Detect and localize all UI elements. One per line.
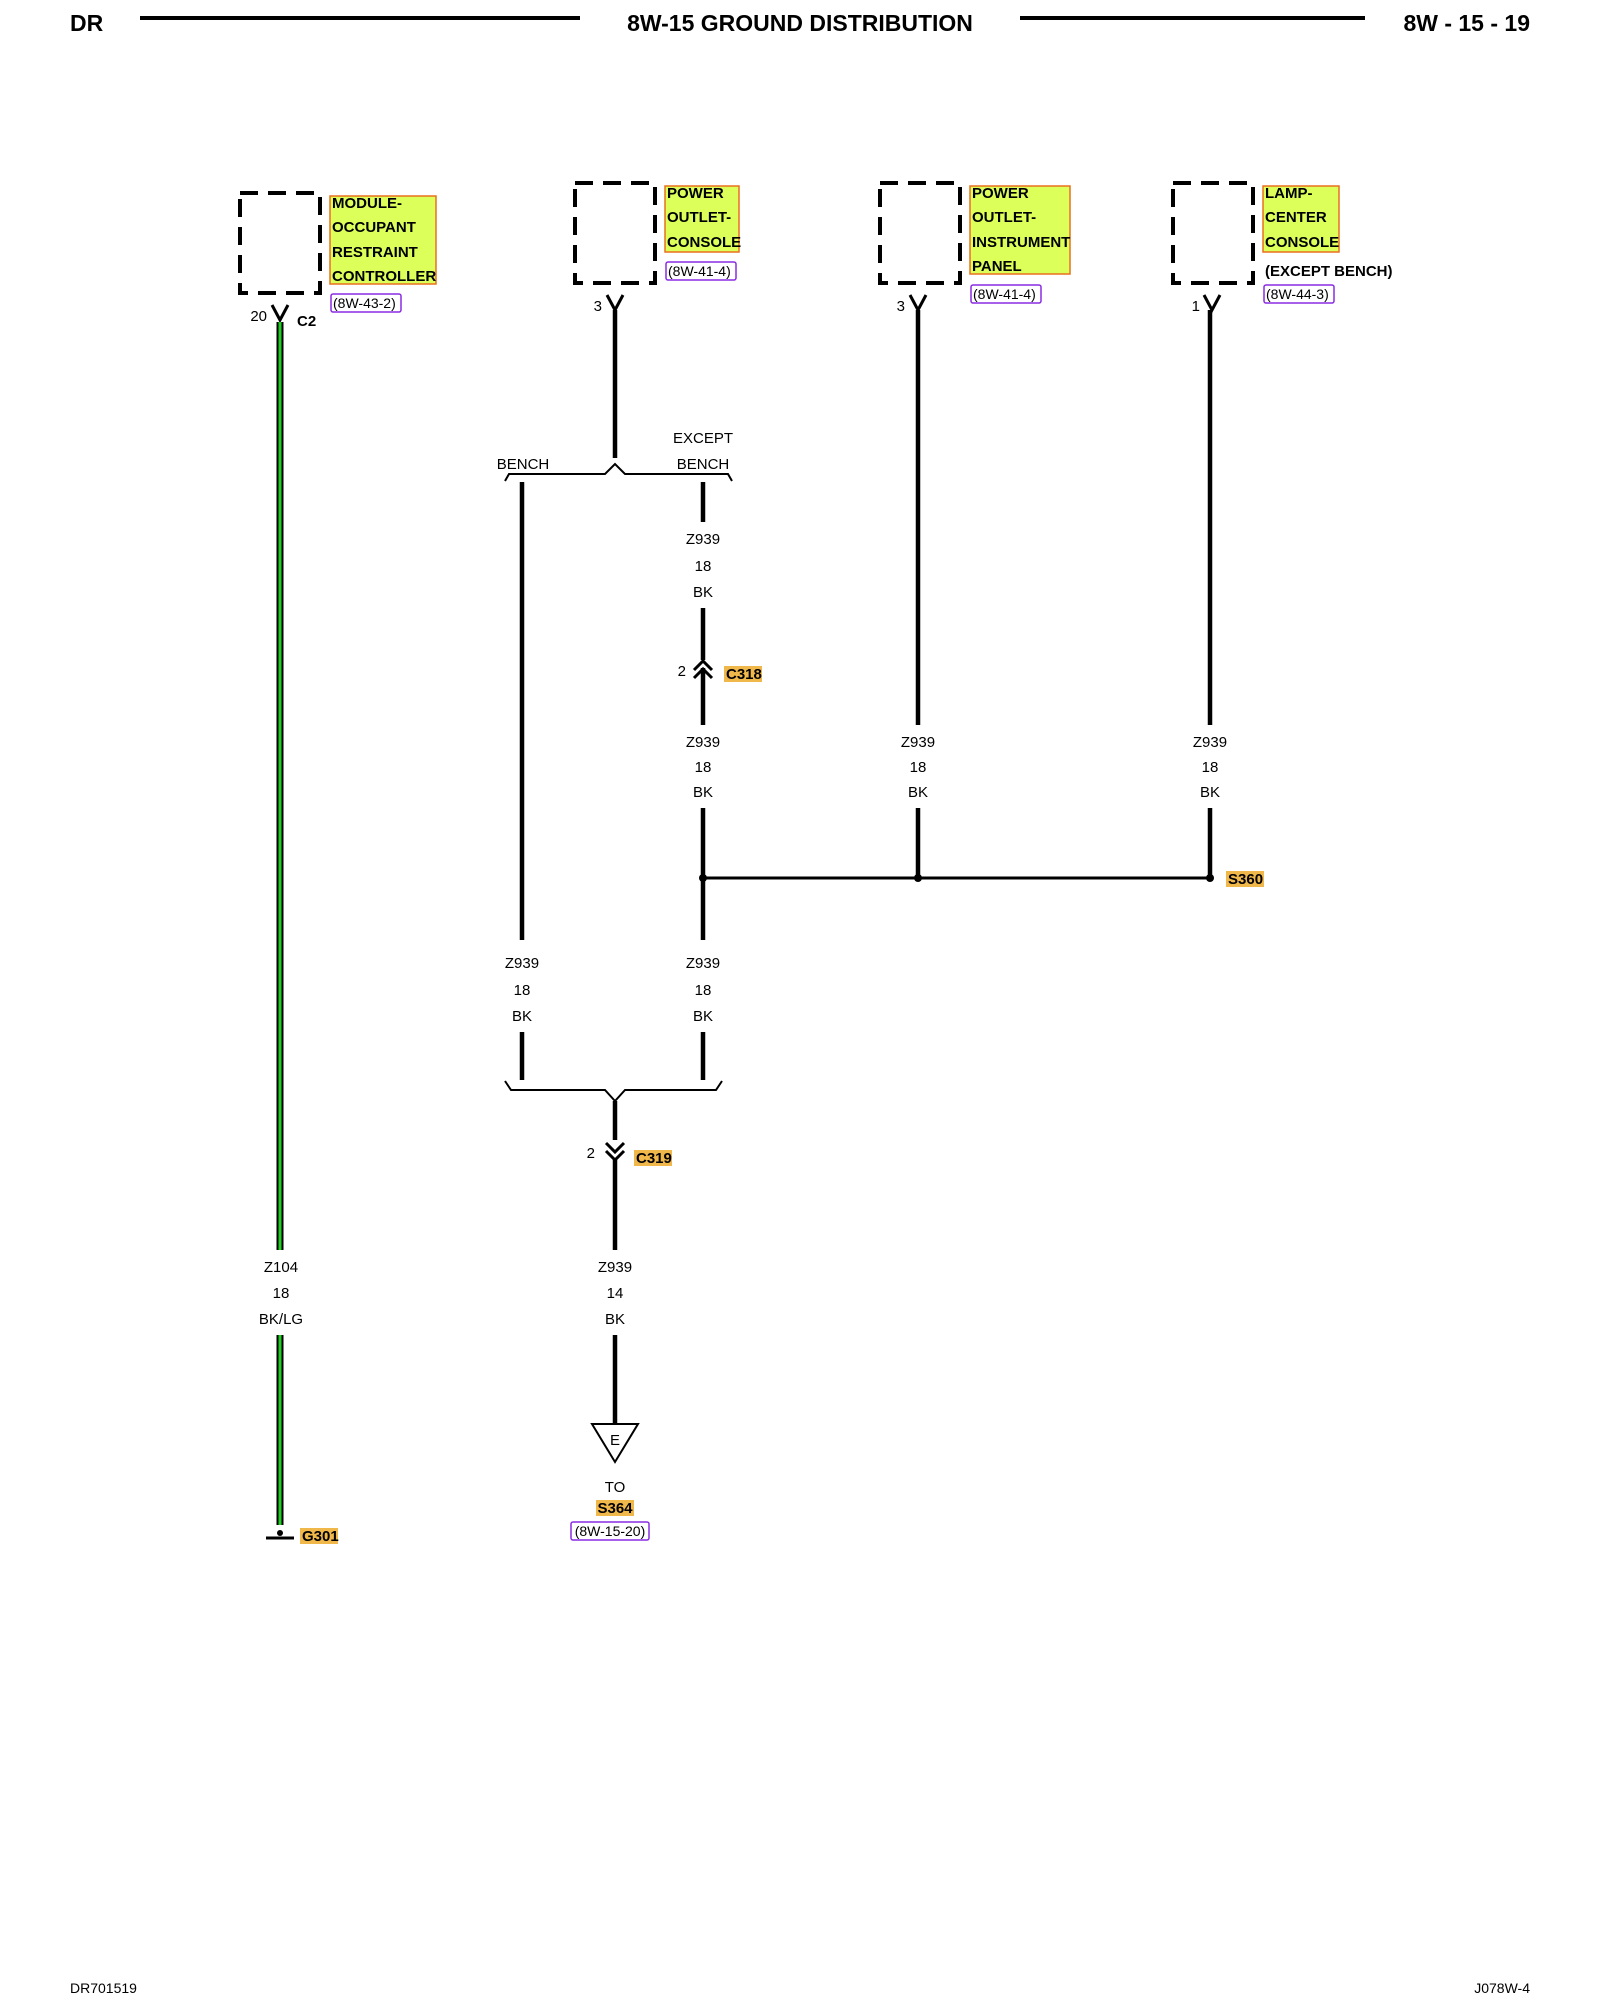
pin-outlet-console: 3 xyxy=(594,298,602,315)
component-label-bg-outlet-console xyxy=(664,185,740,253)
ref-outlet-ip[interactable]: (8W-41-4) xyxy=(973,286,1036,302)
wire-c319-id: Z939 xyxy=(598,1259,632,1276)
pin-outlet-ip: 3 xyxy=(897,298,905,315)
terminal-orc xyxy=(270,304,290,324)
component-label-bg-lamp xyxy=(1262,185,1340,253)
wire-z104-gauge: 18 xyxy=(273,1285,290,1302)
wire-except-upper-id: Z939 xyxy=(686,531,720,548)
connector-c2: C2 xyxy=(297,313,316,330)
wire-outlet-ip-id: Z939 xyxy=(901,734,935,751)
wire-c319-gauge: 14 xyxy=(607,1285,624,1302)
wire-c319-color: BK xyxy=(605,1311,625,1328)
component-outlet-console-line-3: CONSOLE xyxy=(667,234,741,251)
splice-s360: S360 xyxy=(1228,871,1263,888)
wire-bench-id: Z939 xyxy=(505,955,539,972)
component-lamp-note: (EXCEPT BENCH) xyxy=(1265,263,1393,280)
ground-g301: G301 xyxy=(302,1528,339,1545)
ref-box-outlet-ip xyxy=(970,284,1042,304)
wire-except-upper-gauge: 18 xyxy=(695,558,712,575)
ref-lamp[interactable]: (8W-44-3) xyxy=(1266,286,1329,302)
component-outlet-ip-line-2: OUTLET- xyxy=(972,209,1036,226)
component-box-outlet-console xyxy=(573,181,657,285)
terminal-outlet-console xyxy=(605,294,625,314)
ground-dot-g301 xyxy=(277,1530,283,1536)
footer-left: DR701519 xyxy=(70,1980,137,1996)
component-outlet-ip-line-1: POWER xyxy=(972,185,1029,202)
ref-orc[interactable]: (8W-43-2) xyxy=(333,295,396,311)
component-lamp-line-2: CENTER xyxy=(1265,209,1327,226)
option-except-label-1: EXCEPT xyxy=(673,430,733,447)
terminal-lamp xyxy=(1202,294,1222,314)
offpage-symbol: E xyxy=(610,1432,620,1449)
wire-lamp-gauge: 18 xyxy=(1202,759,1219,776)
connector-c318-pin: 2 xyxy=(678,663,686,680)
connector-c319-male xyxy=(604,1141,626,1155)
component-box-lamp xyxy=(1171,181,1255,285)
component-orc-line-3: RESTRAINT xyxy=(332,244,418,261)
wire-z104-id: Z104 xyxy=(264,1259,298,1276)
component-label-bg-orc xyxy=(329,195,437,285)
option-except-label-2: BENCH xyxy=(677,456,730,473)
wire-bench-color: BK xyxy=(512,1008,532,1025)
offpage-splice-label-bg xyxy=(596,1500,634,1516)
offpage-splice: S364 xyxy=(597,1500,633,1517)
connector-c318: C318 xyxy=(726,666,762,683)
wire-except-mid-id: Z939 xyxy=(686,734,720,751)
page-title: 8W-15 GROUND DISTRIBUTION xyxy=(627,10,973,36)
wire-lamp-color: BK xyxy=(1200,784,1220,801)
component-orc-line-2: OCCUPANT xyxy=(332,219,416,236)
component-label-bg-outlet-ip xyxy=(969,185,1071,275)
wire-outlet-ip-color: BK xyxy=(908,784,928,801)
option-bench-label: BENCH xyxy=(497,456,550,473)
wire-except-upper-color: BK xyxy=(693,584,713,601)
connector-c318-label-bg xyxy=(724,666,762,682)
component-orc-line-1: MODULE- xyxy=(332,195,402,212)
option-bracket-top xyxy=(504,462,733,482)
ref-outlet-console[interactable]: (8W-41-4) xyxy=(668,263,731,279)
terminal-outlet-ip xyxy=(908,294,928,314)
ground-label-bg-g301 xyxy=(300,1528,338,1544)
component-lamp-line-3: CONSOLE xyxy=(1265,234,1339,251)
component-outlet-ip-line-3: INSTRUMENT xyxy=(972,234,1070,251)
ref-box-outlet-console xyxy=(665,261,737,281)
component-outlet-console-line-1: POWER xyxy=(667,185,724,202)
connector-c319-label-bg xyxy=(634,1150,672,1166)
component-outlet-console-line-2: OUTLET- xyxy=(667,209,731,226)
wire-z104-color: BK/LG xyxy=(259,1311,303,1328)
component-outlet-ip-line-4: PANEL xyxy=(972,258,1022,275)
splice-s360-node-1 xyxy=(699,874,707,882)
pin-orc: 20 xyxy=(250,308,267,325)
ref-box-orc xyxy=(330,293,402,313)
component-box-orc xyxy=(238,191,322,295)
wire-except-lower-id: Z939 xyxy=(686,955,720,972)
wire-lamp-id: Z939 xyxy=(1193,734,1227,751)
wire-except-mid-color: BK xyxy=(693,784,713,801)
component-box-outlet-ip xyxy=(878,181,962,285)
connector-c318-female xyxy=(692,658,714,672)
offpage-ref-box xyxy=(570,1521,650,1541)
wire-except-lower-color: BK xyxy=(693,1008,713,1025)
splice-s360-label-bg xyxy=(1226,871,1264,887)
connector-c319: C319 xyxy=(636,1150,672,1167)
offpage-ref[interactable]: (8W-15-20) xyxy=(575,1523,646,1539)
footer-right: J078W-4 xyxy=(1474,1980,1530,1996)
offpage-triangle-icon xyxy=(590,1423,640,1464)
wire-outlet-ip-gauge: 18 xyxy=(910,759,927,776)
pin-lamp: 1 xyxy=(1192,298,1200,315)
ref-box-lamp xyxy=(1263,284,1335,304)
wire-bench-gauge: 18 xyxy=(514,982,531,999)
component-lamp-line-1: LAMP- xyxy=(1265,185,1313,202)
wire-except-lower-gauge: 18 xyxy=(695,982,712,999)
header-left: DR xyxy=(70,10,104,36)
header-right: 8W - 15 - 19 xyxy=(1403,10,1530,36)
offpage-to: TO xyxy=(605,1479,626,1496)
option-bracket-bottom xyxy=(504,1080,723,1103)
wire-except-mid-gauge: 18 xyxy=(695,759,712,776)
component-orc-line-4: CONTROLLER xyxy=(332,268,436,285)
connector-c319-pin: 2 xyxy=(587,1145,595,1162)
